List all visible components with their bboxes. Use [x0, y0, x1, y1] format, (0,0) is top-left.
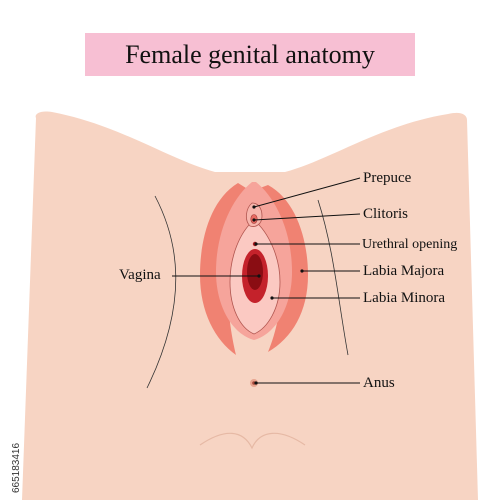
dot-prepuce [252, 205, 256, 209]
label-vagina: Vagina [119, 267, 161, 283]
dot-labia-majora [300, 269, 304, 273]
label-urethral-opening: Urethral opening [362, 237, 458, 252]
leader-clitoris [253, 213, 361, 221]
dot-clitoris [252, 218, 256, 222]
title-banner: Female genital anatomy [85, 33, 415, 76]
label-prepuce: Prepuce [363, 170, 412, 186]
gluteal-cleft [199, 432, 306, 450]
vaginal-inner [247, 254, 263, 290]
label-labia-minora: Labia Minora [363, 290, 446, 306]
dot-vagina [257, 274, 261, 278]
dot-urethral [254, 242, 258, 246]
stock-id-watermark: 665183416 [0, 385, 22, 495]
right-crease-line [317, 199, 349, 356]
leader-prepuce [253, 177, 361, 208]
label-clitoris: Clitoris [363, 206, 409, 222]
dot-labia-minora [270, 296, 274, 300]
stock-id-text: 665183416 [11, 442, 22, 493]
dot-anus [254, 381, 258, 385]
diagram-title: Female genital anatomy [125, 39, 375, 69]
label-anus: Anus [363, 375, 395, 391]
label-labia-majora: Labia Majora [363, 263, 445, 279]
